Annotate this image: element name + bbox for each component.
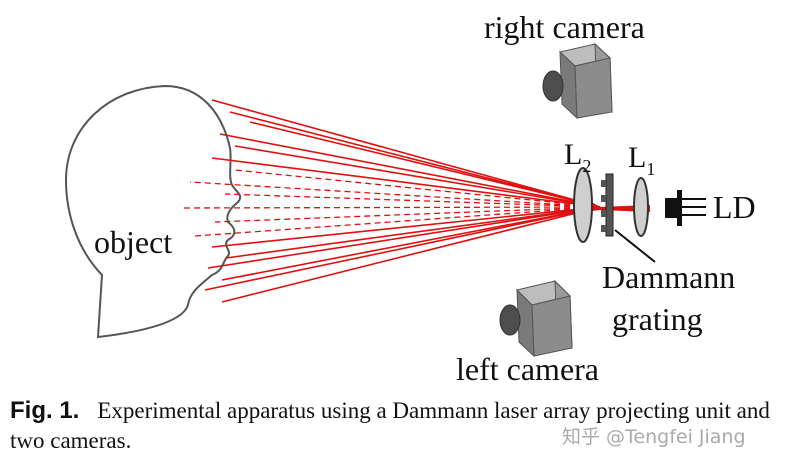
laser-diode-icon (665, 190, 706, 226)
laser-beam-solid (229, 111, 601, 208)
watermark: 知乎 @Tengfei Jiang (562, 426, 746, 448)
left-camera-label: left camera (456, 351, 599, 387)
lens-l2 (573, 167, 593, 243)
laser-beam-solid (211, 157, 601, 208)
grating-label-line2: grating (612, 301, 703, 337)
lens-l2-label: L2 (564, 138, 591, 176)
laser-beam-dashed (189, 181, 601, 208)
caption-text: Experimental apparatus using a Dammann l… (10, 398, 770, 453)
grating-pointer (614, 229, 656, 263)
laser-beam-solid (234, 145, 601, 208)
laser-beams (179, 99, 601, 303)
right-camera-label: right camera (484, 9, 645, 45)
laser-beam-solid (219, 133, 601, 208)
laser-beam-solid (225, 206, 601, 259)
right-camera-icon (542, 42, 613, 120)
laser-beam-solid (221, 206, 601, 303)
laser-beam-dashed (194, 206, 601, 237)
laser-beam-solid (207, 206, 601, 269)
laser-beam-solid (204, 206, 601, 291)
lens-l1 (633, 177, 649, 237)
laser-beam-solid (211, 206, 601, 248)
grating-label-line1: Dammann (602, 259, 735, 295)
laser-beam-solid (211, 99, 601, 208)
laser-diode-label: LD (713, 189, 756, 225)
laser-beam-solid (249, 121, 601, 208)
laser-beam-dashed (214, 206, 601, 223)
experimental-apparatus-diagram: right camera left camera object L2 L1 LD… (64, 9, 756, 387)
laser-beam-solid (221, 206, 601, 281)
figure-number: Fig. 1. (10, 397, 80, 424)
laser-beam-dashed (179, 206, 601, 209)
object-label: object (94, 224, 172, 260)
head-outline (64, 84, 242, 339)
laser-beam-dashed (224, 193, 601, 208)
lens-l1-label: L1 (628, 141, 655, 179)
figure-caption: Fig. 1.Experimental apparatus using a Da… (10, 396, 785, 456)
left-camera-icon (499, 279, 573, 358)
grating-icon (601, 173, 614, 237)
laser-beam-dashed (234, 169, 601, 208)
